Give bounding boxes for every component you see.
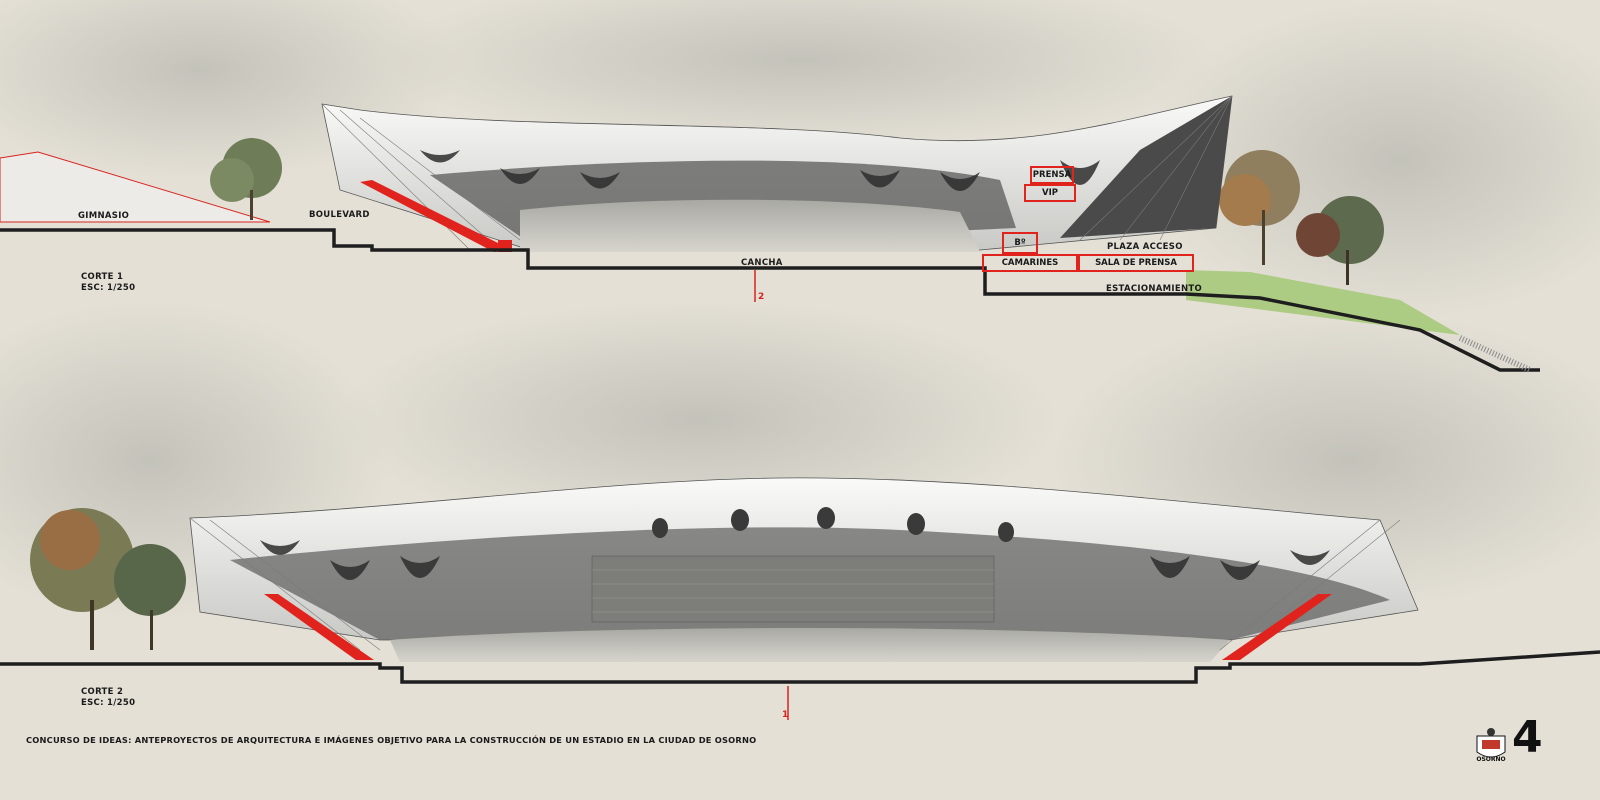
room-bano: Bº <box>1002 232 1038 254</box>
facade-grid-2 <box>592 569 994 613</box>
tree-right-1 <box>1219 150 1384 285</box>
label-gimnasio: GIMNASIO <box>78 211 130 221</box>
label-plaza-acceso: PLAZA ACCESO <box>1107 242 1183 252</box>
gimnasio-building <box>0 151 271 223</box>
room-camarines: CAMARINES <box>982 254 1078 272</box>
room-sala-prensa-label: SALA DE PRENSA <box>1095 258 1177 268</box>
label-estacionamiento: ESTACIONAMIENTO <box>1106 284 1203 294</box>
section-1-title: CORTE 1 <box>81 272 124 282</box>
cables-1 <box>321 95 1233 251</box>
lawn-slope <box>1186 270 1460 335</box>
cut-line-1 <box>0 228 1540 372</box>
tree-left-2 <box>30 508 186 650</box>
red-stair-left-2 <box>264 594 374 660</box>
section-1-drawing <box>0 95 1540 373</box>
red-stair-left-1 <box>360 180 512 252</box>
room-prensa-label: PRENSA <box>1032 170 1072 180</box>
label-cancha: CANCHA <box>741 258 783 268</box>
stadium-dark-wing <box>1060 96 1232 238</box>
tree-left-1 <box>210 138 282 220</box>
steps-right-1 <box>1458 335 1532 373</box>
stands-2 <box>390 628 1230 662</box>
room-vip: VIP <box>1024 184 1076 202</box>
room-camarines-label: CAMARINES <box>1001 258 1059 268</box>
osorno-emblem <box>1476 728 1506 758</box>
roof-nodes-2 <box>652 507 1014 542</box>
room-vip-label: VIP <box>1042 188 1058 198</box>
tribune-facade-2 <box>591 555 995 623</box>
red-stair-right-2 <box>1222 594 1332 660</box>
sheet-number: 4 <box>1512 712 1543 763</box>
section-2-title: CORTE 2 <box>81 687 124 697</box>
room-prensa: PRENSA <box>1030 166 1074 184</box>
section-1-scale: ESC: 1/250 <box>81 283 136 293</box>
room-bano-label: Bº <box>1014 238 1026 248</box>
cut-marker-label-2: 1 <box>782 710 789 720</box>
room-sala-prensa: SALA DE PRENSA <box>1078 254 1194 272</box>
section-2-drawing <box>0 477 1600 720</box>
cut-line-2 <box>0 650 1600 684</box>
roof-fins-2 <box>260 540 1330 580</box>
cables-2 <box>189 517 1401 651</box>
competition-caption: CONCURSO DE IDEAS: ANTEPROYECTOS DE ARQU… <box>26 735 757 745</box>
cut-marker-label-1: 2 <box>758 292 765 302</box>
emblem-caption: OSORNO <box>1476 756 1506 763</box>
label-boulevard: BOULEVARD <box>309 210 370 220</box>
stands-1 <box>520 199 980 252</box>
section-2-scale: ESC: 1/250 <box>81 698 136 708</box>
